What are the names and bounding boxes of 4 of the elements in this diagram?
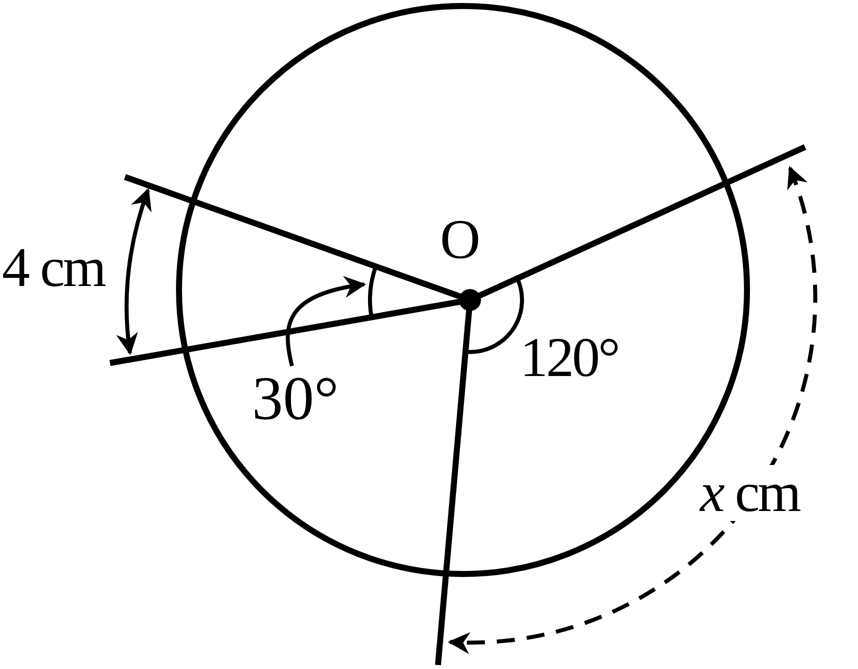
angle-label: 30° [252,365,339,433]
leader-arrow [286,276,366,366]
angle-arc [368,266,378,318]
length-label: x cm [700,465,800,521]
